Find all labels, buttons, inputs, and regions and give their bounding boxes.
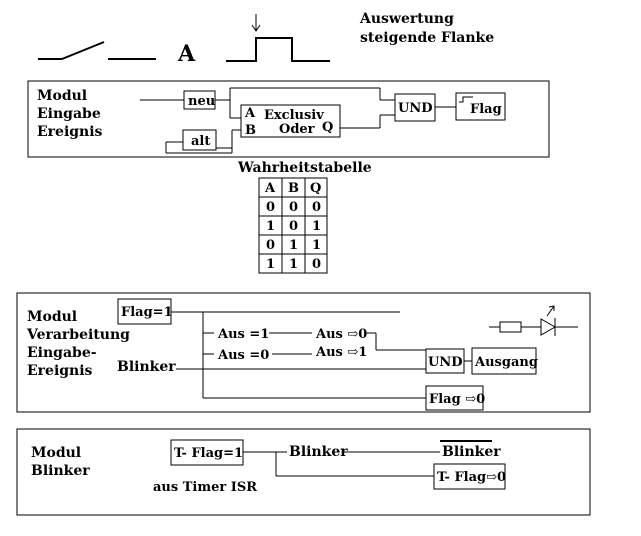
modul-verarbeitung-title-4: Ereignis bbox=[27, 363, 93, 379]
und-label-verarbeitung: UND bbox=[428, 355, 463, 370]
truth-table-title: Wahrheitstabelle bbox=[237, 160, 372, 176]
modul-verarbeitung-frame bbox=[16, 292, 591, 413]
tt-r1-q: 0 bbox=[312, 200, 321, 215]
tt-r3-q: 1 bbox=[312, 238, 321, 253]
tt-header-a: A bbox=[264, 181, 276, 196]
aus-eq-1: Aus =1 bbox=[217, 327, 269, 342]
flag-to0-label: Flag ⇨0 bbox=[429, 392, 485, 407]
und-label-eingabe: UND bbox=[398, 101, 433, 116]
xor-label-1: Exclusiv bbox=[264, 108, 324, 123]
aus-to-1: Aus ⇨1 bbox=[315, 345, 367, 360]
truth-table bbox=[258, 177, 328, 274]
header-letter-a: A bbox=[177, 41, 196, 67]
modul-eingabe-frame bbox=[27, 80, 550, 158]
verarbeitung-wires bbox=[171, 311, 578, 399]
modul-verarbeitung-title-2: Verarbeitung bbox=[26, 327, 130, 343]
tt-r3-a: 0 bbox=[266, 238, 275, 253]
modul-verarbeitung-title-3: Eingabe- bbox=[27, 345, 97, 361]
switch-symbol bbox=[38, 41, 156, 60]
modul-eingabe-title-2: Eingabe bbox=[37, 106, 101, 122]
aus-to-0: Aus ⇨0 bbox=[315, 327, 367, 342]
timer-isr-label: aus Timer ISR bbox=[153, 480, 257, 495]
tt-r4-q: 0 bbox=[312, 257, 321, 272]
tt-header-q: Q bbox=[310, 181, 321, 196]
tflag-eq-box bbox=[170, 439, 244, 466]
xor-input-a: A bbox=[244, 106, 256, 121]
tt-r1-b: 0 bbox=[289, 200, 298, 215]
xor-gate bbox=[240, 104, 341, 138]
blinker-label: Blinker bbox=[289, 444, 348, 460]
xor-label-2: Oder bbox=[279, 122, 315, 137]
xor-input-b: B bbox=[245, 123, 256, 138]
modul-blinker-frame bbox=[16, 428, 591, 516]
alt-box bbox=[182, 129, 217, 151]
tt-r2-b: 0 bbox=[289, 219, 298, 234]
ausgang-label: Ausgang bbox=[474, 355, 538, 370]
tt-r4-b: 1 bbox=[289, 257, 298, 272]
modul-eingabe-title-3: Ereignis bbox=[37, 124, 103, 140]
modul-blinker-title-1: Modul bbox=[31, 445, 81, 461]
tt-r4-a: 1 bbox=[266, 257, 275, 272]
edge-symbol bbox=[459, 96, 473, 103]
blinker-negated-label: Blinker bbox=[442, 444, 501, 460]
und-gate-verarbeitung bbox=[425, 348, 465, 374]
modul-eingabe-title-1: Modul bbox=[37, 88, 87, 104]
eingabe-wires bbox=[140, 87, 456, 154]
aus-eq-0: Aus =0 bbox=[217, 348, 269, 363]
tt-r1-a: 0 bbox=[266, 200, 275, 215]
led-icon bbox=[499, 305, 557, 336]
rising-edge-pulse bbox=[226, 14, 330, 62]
header-line-2: steigende Flanke bbox=[360, 30, 494, 46]
flag-to0-box bbox=[425, 385, 484, 411]
modul-blinker-title-2: Blinker bbox=[31, 463, 90, 479]
neu-box bbox=[183, 90, 216, 110]
und-gate-eingabe bbox=[394, 93, 436, 122]
tt-r3-b: 1 bbox=[289, 238, 298, 253]
alt-label: alt bbox=[191, 134, 210, 149]
xor-output-q: Q bbox=[322, 120, 333, 135]
tt-r2-q: 1 bbox=[312, 219, 321, 234]
blinker-input-label: Blinker bbox=[117, 359, 176, 375]
neu-label: neu bbox=[188, 94, 215, 109]
modul-verarbeitung-title-1: Modul bbox=[27, 309, 77, 325]
flag-eq-label: Flag=1 bbox=[121, 305, 173, 320]
flag-eq-box bbox=[117, 298, 172, 325]
ausgang-box bbox=[471, 347, 537, 375]
header-line-1: Auswertung bbox=[359, 11, 454, 27]
flag-label: Flag bbox=[470, 102, 502, 117]
tflag-to0-label: T- Flag⇨0 bbox=[437, 470, 506, 485]
tflag-eq-label: T- Flag=1 bbox=[174, 446, 243, 461]
tt-r2-a: 1 bbox=[266, 219, 275, 234]
tflag-to0-box bbox=[433, 463, 506, 490]
blinker-wires bbox=[243, 440, 492, 477]
tt-header-b: B bbox=[288, 181, 299, 196]
